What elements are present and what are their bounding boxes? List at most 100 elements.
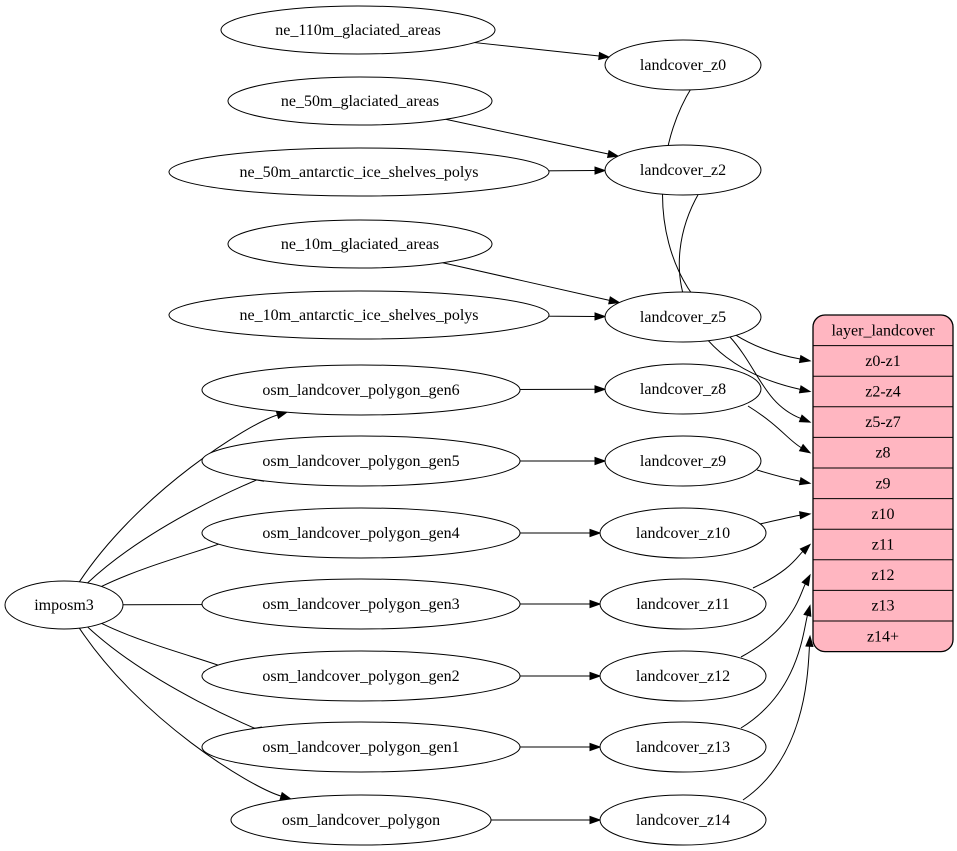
edge-osm_landcover_polygon_gen3--landcover_z11: [508, 599, 602, 609]
node-label: osm_landcover_polygon_gen6: [262, 382, 459, 399]
edge-path: [101, 623, 230, 673]
node-ellipse: [604, 39, 762, 91]
edge-path: [740, 583, 806, 658]
edge-ne_10m_glaciated_areas--landcover_z5: [442, 262, 621, 305]
edge-osm_landcover_polygon_gen4--landcover_z10: [508, 528, 602, 538]
node-label: ne_50m_antarctic_ice_shelves_polys: [239, 164, 478, 181]
table-row-z0-z1: z0-z1: [865, 353, 901, 370]
node-osm_landcover_polygon: osm_landcover_polygon: [230, 794, 492, 846]
edge-landcover_z14--row-z14+: [742, 634, 814, 801]
arrowhead-icon: [798, 414, 812, 423]
node-label: landcover_z0: [640, 57, 726, 74]
table-row-z8: z8: [875, 445, 890, 462]
node-ellipse: [604, 291, 762, 343]
node-label: landcover_z9: [640, 453, 726, 470]
table-row-label: z13: [871, 598, 894, 615]
edge-path: [742, 646, 810, 801]
node-osm_landcover_polygon_gen2: osm_landcover_polygon_gen2: [201, 650, 521, 702]
node-imposm3: imposm3: [4, 580, 124, 630]
arrowhead-icon: [275, 411, 289, 420]
node-label: osm_landcover_polygon: [282, 812, 440, 829]
arrowhead-icon: [279, 791, 293, 800]
node-ellipse: [230, 794, 492, 846]
node-ellipse: [201, 721, 521, 773]
table-row-label: z10: [871, 506, 894, 523]
node-ellipse: [599, 578, 767, 630]
edge-path: [78, 627, 282, 797]
node-ne_10m_antarctic_ice_shelves_polys: ne_10m_antarctic_ice_shelves_polys: [168, 290, 550, 340]
table-row-z13: z13: [871, 598, 894, 615]
node-label: landcover_z2: [640, 162, 726, 179]
node-ne_50m_antarctic_ice_shelves_polys: ne_50m_antarctic_ice_shelves_polys: [168, 147, 550, 197]
node-ellipse: [227, 219, 493, 269]
edge-osm_landcover_polygon--landcover_z14: [488, 815, 602, 825]
table-row-z2-z4: z2-z4: [865, 384, 901, 401]
node-label: osm_landcover_polygon_gen1: [262, 739, 459, 756]
node-label: ne_50m_glaciated_areas: [281, 93, 439, 110]
node-ellipse: [599, 721, 767, 773]
arrowhead-icon: [798, 385, 812, 394]
edge-osm_landcover_polygon_gen5--landcover_z9: [508, 456, 607, 466]
node-ellipse: [168, 290, 550, 340]
node-label: osm_landcover_polygon_gen2: [262, 668, 459, 685]
node-label: landcover_z12: [636, 668, 730, 685]
arrowhead-icon: [594, 166, 607, 175]
edge-landcover_z5--row-z5-z7: [729, 336, 812, 423]
node-label: ne_10m_glaciated_areas: [281, 236, 439, 253]
arrowhead-icon: [594, 385, 607, 394]
arrowhead-icon: [594, 456, 607, 466]
node-label: landcover_z8: [640, 381, 726, 398]
node-ellipse: [4, 580, 124, 630]
arrowhead-icon: [589, 742, 602, 752]
node-landcover_z11: landcover_z11: [599, 578, 767, 630]
edge-path: [729, 336, 801, 419]
node-ellipse: [201, 364, 521, 416]
node-ellipse: [599, 794, 767, 846]
edge-landcover_z11--row-z11: [752, 543, 812, 589]
node-osm_landcover_polygon_gen6: osm_landcover_polygon_gen6: [201, 364, 521, 416]
node-landcover_z10: landcover_z10: [599, 507, 767, 559]
table-row-label: z11: [872, 537, 895, 554]
arrowhead-icon: [798, 354, 812, 364]
node-label: landcover_z5: [640, 309, 726, 326]
node-osm_landcover_polygon_gen5: osm_landcover_polygon_gen5: [201, 435, 521, 487]
table-row-label: z5-z7: [865, 414, 901, 431]
node-landcover_z5: landcover_z5: [604, 291, 762, 343]
node-label: landcover_z10: [636, 525, 730, 542]
node-ne_10m_glaciated_areas: ne_10m_glaciated_areas: [227, 219, 493, 269]
arrowhead-icon: [589, 671, 602, 681]
edge-landcover_z13--row-z13: [740, 604, 812, 729]
node-label: ne_110m_glaciated_areas: [275, 22, 441, 39]
edge-osm_landcover_polygon_gen2--landcover_z12: [508, 671, 602, 681]
node-ellipse: [201, 435, 521, 487]
node-osm_landcover_polygon_gen4: osm_landcover_polygon_gen4: [201, 507, 521, 559]
node-label: landcover_z14: [636, 812, 730, 829]
arrowhead-icon: [798, 477, 812, 486]
table-row-z5-z7: z5-z7: [865, 414, 901, 431]
node-ellipse: [168, 147, 550, 197]
node-ellipse: [604, 363, 762, 415]
arrowhead-icon: [805, 634, 814, 648]
edge-path: [445, 118, 609, 155]
arrowhead-icon: [799, 511, 812, 520]
table-layer_landcover: layer_landcoverz0-z1z2-z4z5-z7z8z9z10z11…: [812, 314, 954, 653]
node-osm_landcover_polygon_gen3: osm_landcover_polygon_gen3: [201, 578, 521, 630]
node-landcover_z13: landcover_z13: [599, 721, 767, 773]
arrowhead-icon: [799, 543, 812, 555]
arrowhead-icon: [608, 296, 621, 305]
node-landcover_z2: landcover_z2: [604, 144, 762, 196]
node-label: landcover_z13: [636, 739, 730, 756]
edge-path: [752, 551, 804, 589]
edge-path: [747, 405, 802, 449]
edge-imposm3--osm_landcover_polygon_gen6: [78, 411, 289, 583]
table-row-z14+: z14+: [867, 628, 899, 645]
node-landcover_z12: landcover_z12: [599, 650, 767, 702]
edge-path: [78, 414, 278, 583]
node-landcover_z9: landcover_z9: [604, 435, 762, 487]
edge-landcover_z9--row-z9: [756, 469, 812, 486]
node-ellipse: [604, 435, 762, 487]
arrowhead-icon: [801, 573, 811, 587]
edge-landcover_z10--row-z10: [759, 511, 812, 525]
arrowhead-icon: [589, 815, 602, 825]
